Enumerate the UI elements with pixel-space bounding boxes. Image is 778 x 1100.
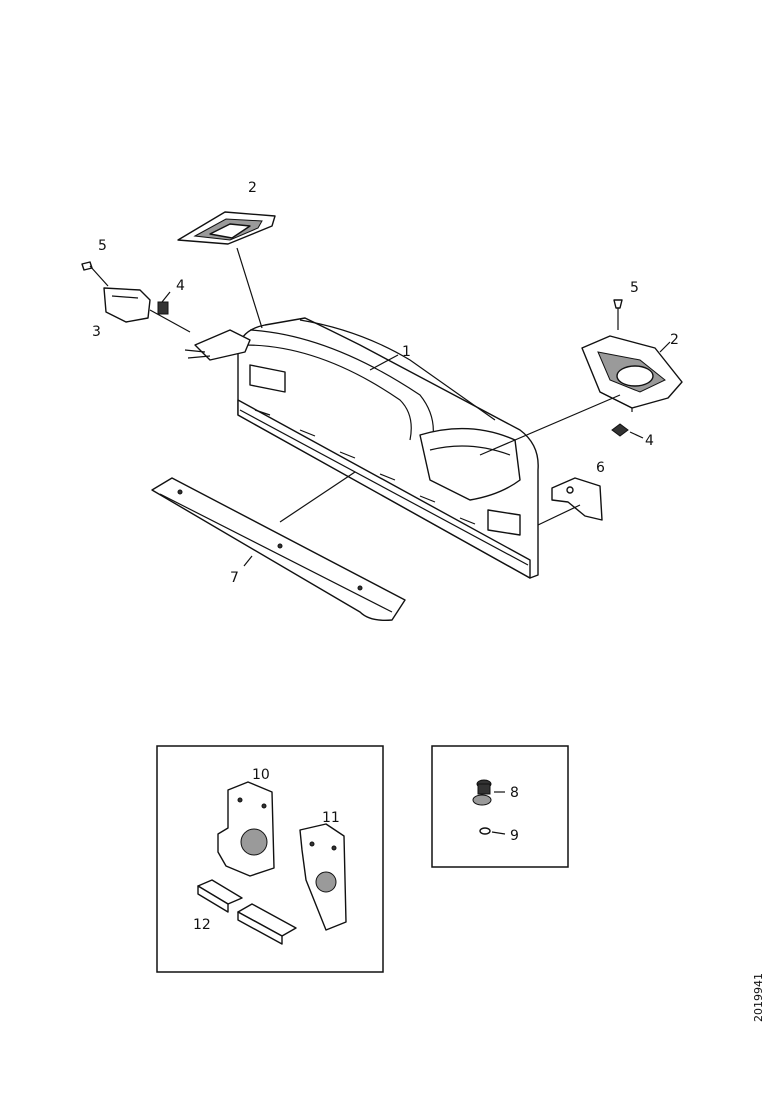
screw-part-5-left — [81, 261, 109, 287]
leader-lines — [149, 247, 671, 835]
nut-part-4-left — [157, 301, 169, 315]
drawing-number: 2019941 — [752, 973, 765, 1022]
callout-11: 11 — [322, 810, 340, 826]
callout-2-top: 2 — [248, 180, 257, 196]
inset-box-brackets: 10 11 12 — [156, 745, 384, 973]
pad-part-top — [177, 211, 276, 245]
screw-part-5-right — [613, 299, 623, 330]
side-plate-part-6 — [551, 477, 603, 521]
callout-9: 9 — [510, 828, 519, 844]
bracket-part-3 — [103, 287, 151, 323]
main-housing-part — [184, 317, 539, 579]
callout-3: 3 — [92, 324, 101, 340]
callout-4-left: 4 — [176, 278, 185, 294]
callout-10: 10 — [252, 767, 270, 783]
callout-4-right: 4 — [645, 433, 654, 449]
inset-box-fasteners: 8 9 — [431, 745, 569, 868]
callout-5-right: 5 — [630, 280, 639, 296]
washer-part-9 — [479, 827, 491, 835]
callout-12: 12 — [193, 917, 211, 933]
callout-5-left: 5 — [98, 238, 107, 254]
callout-7: 7 — [230, 570, 239, 586]
bracket-part-10 — [217, 781, 275, 877]
nut-part-4-right — [611, 423, 629, 437]
callout-6: 6 — [596, 460, 605, 476]
rail-part-7 — [151, 477, 406, 622]
callout-8: 8 — [510, 785, 519, 801]
callout-2-right: 2 — [670, 332, 679, 348]
fitting-part-8 — [472, 779, 492, 806]
callout-1: 1 — [402, 344, 411, 360]
cap-part-right — [581, 335, 683, 412]
